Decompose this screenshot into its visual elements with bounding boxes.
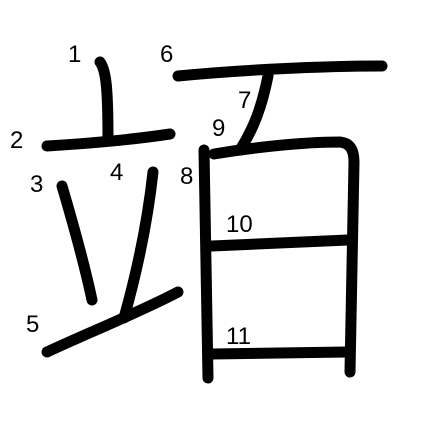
stroke-number-7: 7 — [238, 87, 251, 114]
stroke-11 — [206, 346, 352, 360]
stroke-number-6: 6 — [160, 41, 173, 68]
stroke-number-3: 3 — [30, 171, 43, 198]
stroke-number-4: 4 — [110, 159, 123, 186]
stroke-number-11: 11 — [226, 323, 251, 350]
stroke-number-8: 8 — [180, 163, 193, 190]
stroke-5 — [41, 286, 184, 358]
stroke-number-labels: 1 2 3 4 5 6 7 8 9 10 11 — [10, 41, 253, 350]
character-strokes — [41, 56, 388, 384]
stroke-number-1: 1 — [68, 41, 81, 68]
stroke-number-10: 10 — [226, 211, 253, 238]
stroke-9 — [208, 136, 360, 378]
stroke-4 — [118, 166, 159, 324]
stroke-number-5: 5 — [26, 311, 39, 338]
stroke-6 — [172, 60, 388, 82]
stroke-1 — [94, 56, 114, 146]
stroke-10 — [206, 234, 354, 252]
stroke-number-2: 2 — [10, 127, 23, 154]
stroke-number-9: 9 — [212, 115, 225, 142]
stroke-7 — [234, 70, 274, 156]
stroke-2 — [41, 128, 176, 152]
stroke-8 — [198, 144, 214, 384]
stroke-3 — [56, 180, 98, 306]
